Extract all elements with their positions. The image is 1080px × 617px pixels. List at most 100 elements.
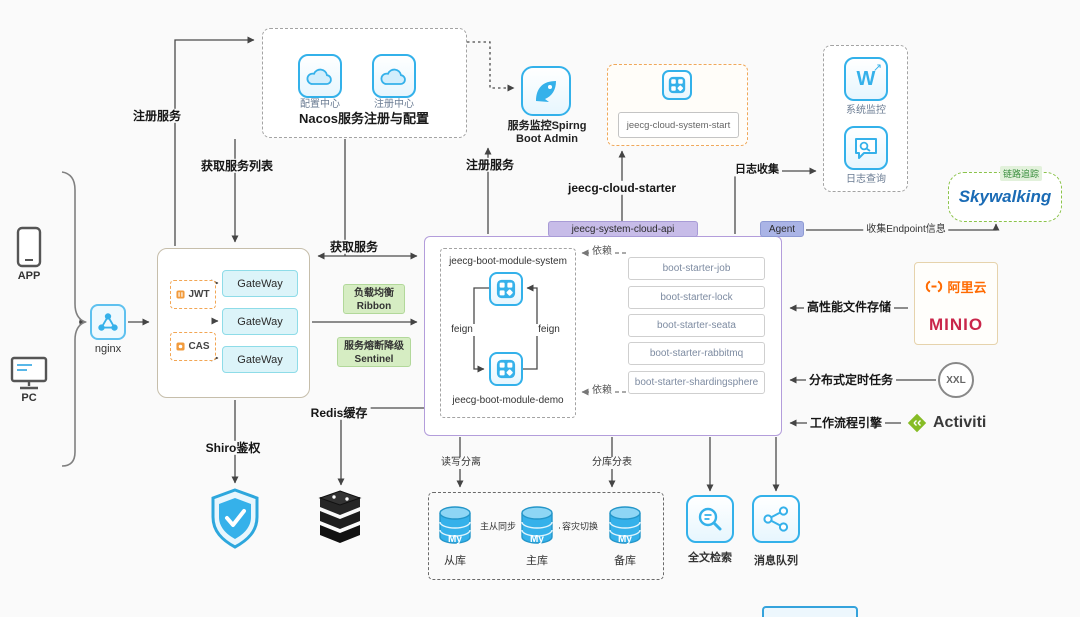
agent-tag: Agent bbox=[760, 221, 804, 237]
gateway-item-3-label: GateWay bbox=[237, 353, 283, 366]
pc-label: PC bbox=[21, 392, 37, 404]
master-slave-sync-label: 主从同步 bbox=[477, 521, 519, 533]
system-monitor-icon: W ↗ bbox=[844, 57, 888, 101]
log-query-label: 日志查询 bbox=[846, 174, 886, 185]
dependency-top-label: 依赖 bbox=[589, 246, 615, 258]
starter-shardingsphere: boot-starter-shardingsphere bbox=[628, 371, 765, 394]
config-center-cloud-icon bbox=[298, 54, 342, 98]
gateway-item-1: GateWay bbox=[222, 270, 298, 297]
sentinel-line1: 服务熔断降级 bbox=[344, 341, 404, 352]
mysql-slave-icon: My bbox=[437, 505, 473, 547]
group-bracket bbox=[61, 171, 88, 467]
starter-seata: boot-starter-seata bbox=[628, 314, 765, 337]
storage-panel bbox=[914, 262, 998, 345]
phone-icon bbox=[16, 226, 42, 268]
nacos-panel bbox=[262, 28, 467, 138]
module-demo-icon bbox=[489, 352, 523, 386]
agent-tag-label: Agent bbox=[768, 223, 796, 235]
ribbon-box: 负载均衡 Ribbon bbox=[343, 284, 405, 314]
collect-endpoint-label: 收集Endpoint信息 bbox=[863, 224, 949, 236]
cloud-api-tag-label: jeecg-system-cloud-api bbox=[571, 223, 675, 235]
registry-center-cloud-icon bbox=[372, 54, 416, 98]
cloud-starter-app-icon bbox=[662, 70, 692, 100]
jwt-box: JWT bbox=[170, 280, 216, 309]
cas-box: CAS bbox=[170, 332, 216, 361]
sentinel-box: 服务熔断降级 Sentinel bbox=[337, 337, 411, 367]
registry-center-label: 注册中心 bbox=[374, 99, 414, 110]
starter-shardingsphere-label: boot-starter-shardingsphere bbox=[634, 377, 759, 388]
aliyun-icon bbox=[926, 280, 943, 292]
timed-task-label: 分布式定时任务 bbox=[805, 372, 897, 388]
system-monitor-label: 系统监控 bbox=[846, 105, 886, 116]
starter-lock-label: boot-starter-lock bbox=[660, 292, 733, 303]
ribbon-line2: Ribbon bbox=[356, 301, 392, 312]
fetch-service-list-label: 获取服务列表 bbox=[197, 158, 277, 174]
mysql-master-glyph: My bbox=[530, 534, 544, 545]
boot-admin-label-line1: 服务监控Spirng bbox=[507, 120, 587, 132]
starter-lock: boot-starter-lock bbox=[628, 286, 765, 309]
nacos-title: Nacos服务注册与配置 bbox=[298, 111, 430, 126]
mysql-panel bbox=[428, 492, 664, 580]
nginx-icon bbox=[90, 304, 126, 340]
module-system-label: jeecg-boot-module-system bbox=[449, 256, 567, 267]
mysql-master-label: 主库 bbox=[526, 555, 548, 567]
cloud-starter-item: jeecg-cloud-system-start bbox=[618, 112, 739, 138]
mysql-slave-label: 从库 bbox=[444, 555, 466, 567]
activiti-label: Activiti bbox=[933, 414, 987, 431]
gateway-item-2-label: GateWay bbox=[237, 315, 283, 328]
starter-job: boot-starter-job bbox=[628, 257, 765, 280]
starter-job-label: boot-starter-job bbox=[662, 263, 731, 274]
fulltext-search-icon bbox=[686, 495, 734, 543]
activiti-logo: Activiti bbox=[906, 410, 1018, 436]
ribbon-line1: 负载均衡 bbox=[354, 288, 394, 299]
module-demo-label: jeecg-boot-module-demo bbox=[452, 395, 564, 406]
workflow-engine-label: 工作流程引擎 bbox=[806, 415, 886, 431]
log-collect-label: 日志收集 bbox=[732, 163, 782, 177]
system-monitor-glyph: W bbox=[856, 67, 876, 90]
cutoff-box bbox=[762, 606, 858, 617]
cloud-starter-item-label: jeecg-cloud-system-start bbox=[626, 119, 731, 131]
xxl-job-icon: XXL bbox=[938, 362, 974, 398]
shiro-shield-icon bbox=[208, 486, 262, 552]
aliyun-label: 阿里云 bbox=[947, 279, 987, 295]
redis-icon bbox=[314, 490, 366, 552]
fetch-service-label: 获取服务 bbox=[326, 239, 382, 255]
gateway-item-3: GateWay bbox=[222, 346, 298, 373]
redis-cache-label: Redis缓存 bbox=[307, 405, 371, 421]
rw-split-label: 读写分离 bbox=[438, 457, 484, 469]
message-queue-icon bbox=[752, 495, 800, 543]
minio-logo: MINIO bbox=[928, 315, 984, 334]
skywalking-brand: Skywalking bbox=[958, 187, 1052, 206]
register-service-mid-label: 注册服务 bbox=[462, 157, 518, 173]
boot-admin-icon bbox=[521, 66, 571, 116]
shiro-auth-label: Shiro鉴权 bbox=[202, 440, 264, 456]
mysql-slave-glyph: My bbox=[448, 534, 462, 545]
activiti-icon bbox=[907, 413, 927, 433]
module-system-icon bbox=[489, 272, 523, 306]
jwt-icon bbox=[176, 290, 185, 299]
feign-right-label: feign bbox=[535, 324, 563, 336]
mysql-master-icon: My bbox=[519, 505, 555, 547]
cas-label: CAS bbox=[188, 341, 210, 352]
jwt-label: JWT bbox=[188, 289, 210, 300]
gateway-item-1-label: GateWay bbox=[237, 277, 283, 290]
starter-rabbitmq: boot-starter-rabbitmq bbox=[628, 342, 765, 365]
log-query-icon bbox=[844, 126, 888, 170]
sharding-label: 分库分表 bbox=[589, 457, 635, 469]
gateway-item-2: GateWay bbox=[222, 308, 298, 335]
config-center-label: 配置中心 bbox=[300, 99, 340, 110]
cloud-api-tag: jeecg-system-cloud-api bbox=[548, 221, 698, 237]
trace-badge: 链路追踪 bbox=[1000, 166, 1043, 181]
starter-seata-label: boot-starter-seata bbox=[657, 320, 736, 331]
cas-icon bbox=[176, 342, 185, 351]
aliyun-logo: 阿里云 bbox=[916, 277, 996, 295]
nginx-label: nginx bbox=[94, 343, 122, 355]
pc-icon bbox=[10, 356, 48, 394]
xxl-label: XXL bbox=[946, 374, 966, 386]
boot-admin-label-line2: Boot Admin bbox=[516, 133, 578, 145]
failover-label: 容灾切换 bbox=[559, 521, 601, 533]
file-storage-label: 高性能文件存储 bbox=[803, 299, 895, 315]
sentinel-line2: Sentinel bbox=[354, 354, 394, 365]
trend-arrow-icon: ↗ bbox=[872, 62, 882, 74]
